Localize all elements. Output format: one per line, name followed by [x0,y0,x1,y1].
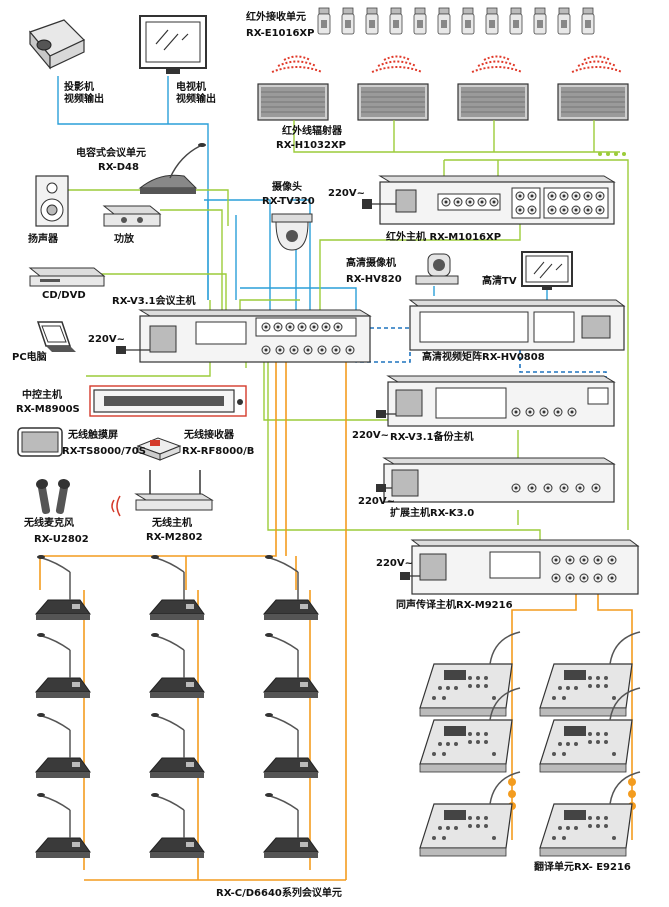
hd-camera-model: RX-HV820 [346,274,402,285]
amplifier-label: 功放 [114,234,134,245]
central-ctrl-model: RX-M8900S [16,404,80,415]
conf-host-label: RX-V3.1会议主机 [112,296,196,307]
power-label-ext: 220V~ [358,496,395,507]
capacitive-conference-unit [138,143,206,194]
si-host-device [410,539,640,595]
ir-host-device [378,175,616,225]
conference-host-device [138,309,372,363]
hd-video-matrix-device [408,299,626,351]
wireless-receiver-model: RX-RF8000/B [182,446,255,457]
ir-receiver-model: RX-E1016XP [246,28,315,39]
tv-label: 电视机 视频输出 [176,82,216,105]
camera-model: RX-TV320 [262,196,315,207]
hd-tv-label: 高清TV [482,276,517,287]
cap-unit-model: RX-D48 [98,162,139,173]
interpreter-unit-grid [419,631,641,857]
wireless-mic-pair [36,478,70,514]
wireless-receiver-device [136,437,182,461]
ir-radiators [257,55,629,121]
speaker-device [35,175,69,227]
interpret-unit-label: 翻译单元RX- E9216 [534,862,631,873]
central-ctrl-label: 中控主机 [22,390,62,401]
cd-dvd-device [28,267,106,287]
camera-label: 摄像头 [272,182,302,193]
backup-host-label: RX-V3.1备份主机 [390,432,474,443]
wireless-mic-label: 无线麦克风 [24,518,74,529]
hd-tv-monitor [521,251,573,290]
hd-camera-device [415,253,459,285]
si-host-label: 同声传译主机RX-M9216 [396,600,513,611]
wireless-receiver-label: 无线接收器 [184,430,234,441]
ir-host-label: 红外主机 RX-M1016XP [386,232,502,243]
power-label-backup: 220V~ [352,430,389,441]
tv-monitor [139,15,207,74]
wireless-host-device [134,470,214,511]
wireless-host-label: 无线主机 [152,518,192,529]
cap-unit-label: 电容式会议单元 [76,148,146,159]
extension-host-device [382,457,616,503]
amplifier-device [102,205,162,227]
pc-laptop [36,321,76,352]
wireless-host-model: RX-M2802 [146,532,203,543]
central-control-device [93,389,243,413]
conference-unit-grid [35,554,319,859]
pc-label: PC电脑 [12,352,47,363]
backup-host-device [386,375,616,427]
hd-camera-label: 高清摄像机 [346,258,396,269]
ext-host-label: 扩展主机RX-K3.0 [390,508,475,519]
power-label-si: 220V~ [376,558,413,569]
wireless-mic-model: RX-U2802 [34,534,89,545]
power-label-ir: 220V~ [328,188,365,199]
speaker-label: 扬声器 [28,234,58,245]
projector-device [28,19,86,70]
touch-screen-device [17,427,63,457]
hd-matrix-label: 高清视频矩阵RX-HV0808 [422,352,545,363]
touch-screen-model: RX-TS8000/70S [62,446,146,457]
camera-device [271,213,313,251]
ir-receiver-row [317,7,595,35]
ir-receiver-label: 红外接收单元 [246,12,306,23]
conf-series-label: RX-C/D6640系列会议单元 [216,888,342,899]
ir-radiator-label: 红外线辐射器 [282,126,342,137]
ir-radiator-model: RX-H1032XP [276,140,346,151]
power-label-conf: 220V~ [88,334,125,345]
touch-screen-label: 无线触摸屏 [68,430,118,441]
cd-dvd-label: CD/DVD [42,290,86,301]
projector-label: 投影机 视频输出 [64,82,104,105]
